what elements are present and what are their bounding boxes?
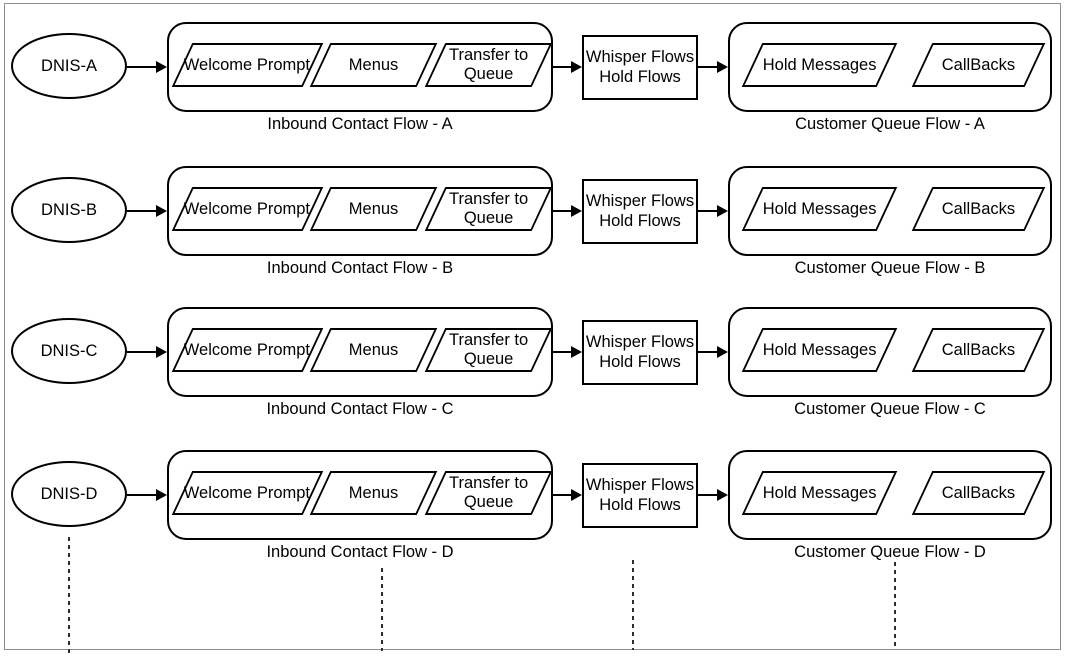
- dnis-ellipse-node-b: DNIS-B: [11, 177, 127, 243]
- flow-row-c: DNIS-C Welcome Prompt Menus Transfer to …: [0, 307, 1067, 432]
- dashed-continuation-line-dnis: [68, 537, 70, 656]
- whisper-hold-flows-box: Whisper Flows Hold Flows: [582, 35, 698, 100]
- whisper-hold-flows-box: Whisper Flows Hold Flows: [582, 179, 698, 244]
- step-parallelogram-callbacks: CallBacks: [911, 471, 1046, 515]
- arrowhead-icon: [571, 205, 582, 217]
- whisper-hold-flows-box: Whisper Flows Hold Flows: [582, 463, 698, 528]
- step-label: CallBacks: [941, 55, 1016, 74]
- queue-flow-label: Customer Queue Flow - C: [794, 400, 986, 418]
- step-label: Welcome Prompt: [184, 199, 311, 218]
- inbound-flow-label: Inbound Contact Flow - B: [266, 259, 454, 277]
- arrowhead-icon: [571, 489, 582, 501]
- arrowhead-icon: [156, 61, 167, 73]
- step-label: Transfer to Queue: [448, 190, 529, 227]
- step-parallelogram-hold-messages: Hold Messages: [741, 187, 898, 231]
- inbound-flow-label: Inbound Contact Flow - D: [266, 543, 454, 561]
- step-label: Transfer to Queue: [448, 474, 529, 511]
- arrow-whisper-to-queue: [698, 210, 717, 212]
- arrowhead-icon: [571, 61, 582, 73]
- dnis-ellipse-node-d: DNIS-D: [11, 461, 127, 527]
- arrowhead-icon: [717, 205, 728, 217]
- flow-row-d: DNIS-D Welcome Prompt Menus Transfer to …: [0, 450, 1067, 575]
- step-parallelogram-menus: Menus: [309, 328, 438, 372]
- step-parallelogram-hold-messages: Hold Messages: [741, 43, 898, 87]
- step-parallelogram-menus: Menus: [309, 471, 438, 515]
- step-parallelogram-transfer-to-queue: Transfer to Queue: [424, 187, 553, 231]
- step-label: CallBacks: [941, 483, 1016, 502]
- step-label: Menus: [348, 55, 399, 74]
- step-parallelogram-welcome-prompt: Welcome Prompt: [171, 187, 324, 231]
- step-label: Welcome Prompt: [184, 55, 311, 74]
- step-parallelogram-menus: Menus: [309, 43, 438, 87]
- step-parallelogram-welcome-prompt: Welcome Prompt: [171, 328, 324, 372]
- arrowhead-icon: [717, 489, 728, 501]
- dashed-continuation-line-queue: [894, 562, 896, 650]
- dashed-continuation-line-whisper: [632, 560, 634, 650]
- step-label: Menus: [348, 483, 399, 502]
- arrowhead-icon: [717, 346, 728, 358]
- step-parallelogram-hold-messages: Hold Messages: [741, 328, 898, 372]
- step-label: Transfer to Queue: [448, 46, 529, 83]
- arrow-dnis-to-inbound: [127, 66, 156, 68]
- flow-row-b: DNIS-B Welcome Prompt Menus Transfer to …: [0, 166, 1067, 291]
- step-label: Hold Messages: [762, 483, 877, 502]
- queue-flow-label: Customer Queue Flow - D: [794, 543, 986, 561]
- dnis-label: DNIS-B: [41, 200, 97, 219]
- step-label: Welcome Prompt: [184, 483, 311, 502]
- dnis-label: DNIS-D: [40, 484, 98, 503]
- arrowhead-icon: [156, 346, 167, 358]
- step-parallelogram-hold-messages: Hold Messages: [741, 471, 898, 515]
- step-parallelogram-callbacks: CallBacks: [911, 43, 1046, 87]
- arrow-whisper-to-queue: [698, 351, 717, 353]
- step-label: Menus: [348, 199, 399, 218]
- step-parallelogram-callbacks: CallBacks: [911, 187, 1046, 231]
- arrowhead-icon: [571, 346, 582, 358]
- step-label: CallBacks: [941, 199, 1016, 218]
- whisper-hold-flows-box: Whisper Flows Hold Flows: [582, 320, 698, 385]
- arrow-dnis-to-inbound: [127, 494, 156, 496]
- arrow-inbound-to-whisper: [553, 494, 571, 496]
- arrow-inbound-to-whisper: [553, 210, 571, 212]
- step-label: Welcome Prompt: [184, 340, 311, 359]
- arrowhead-icon: [717, 61, 728, 73]
- step-label: Transfer to Queue: [448, 331, 529, 368]
- step-label: Hold Messages: [762, 199, 877, 218]
- step-label: CallBacks: [941, 340, 1016, 359]
- step-parallelogram-welcome-prompt: Welcome Prompt: [171, 43, 324, 87]
- arrowhead-icon: [156, 205, 167, 217]
- queue-flow-label: Customer Queue Flow - B: [794, 259, 986, 277]
- queue-flow-label: Customer Queue Flow - A: [795, 115, 985, 133]
- arrow-inbound-to-whisper: [553, 351, 571, 353]
- step-label: Hold Messages: [762, 340, 877, 359]
- dnis-ellipse-node-c: DNIS-C: [11, 318, 127, 384]
- arrow-whisper-to-queue: [698, 66, 717, 68]
- arrow-inbound-to-whisper: [553, 66, 571, 68]
- diagram-border: [4, 3, 1061, 650]
- step-parallelogram-transfer-to-queue: Transfer to Queue: [424, 43, 553, 87]
- step-parallelogram-transfer-to-queue: Transfer to Queue: [424, 471, 553, 515]
- dnis-label: DNIS-A: [41, 56, 97, 75]
- step-label: Hold Messages: [762, 55, 877, 74]
- arrowhead-icon: [156, 489, 167, 501]
- step-label: Menus: [348, 340, 399, 359]
- arrow-dnis-to-inbound: [127, 210, 156, 212]
- dashed-continuation-line-inbound: [381, 568, 383, 651]
- step-parallelogram-transfer-to-queue: Transfer to Queue: [424, 328, 553, 372]
- flow-row-a: DNIS-A Welcome Prompt Menus Transfer to …: [0, 22, 1067, 147]
- dnis-ellipse-node-a: DNIS-A: [11, 33, 127, 99]
- inbound-flow-label: Inbound Contact Flow - A: [267, 115, 453, 133]
- step-parallelogram-menus: Menus: [309, 187, 438, 231]
- inbound-flow-label: Inbound Contact Flow - C: [266, 400, 454, 418]
- dnis-label: DNIS-C: [40, 341, 98, 360]
- arrow-whisper-to-queue: [698, 494, 717, 496]
- arrow-dnis-to-inbound: [127, 351, 156, 353]
- step-parallelogram-callbacks: CallBacks: [911, 328, 1046, 372]
- step-parallelogram-welcome-prompt: Welcome Prompt: [171, 471, 324, 515]
